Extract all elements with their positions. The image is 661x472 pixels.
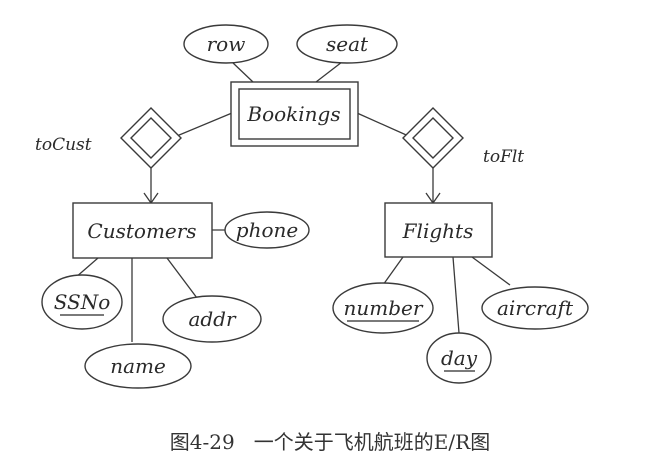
attribute-seat: seat bbox=[296, 24, 398, 64]
edge-flights-number bbox=[382, 256, 404, 286]
attribute-phone: phone bbox=[224, 211, 310, 249]
edge-flights-day bbox=[452, 256, 460, 334]
attribute-phone-label: phone bbox=[236, 218, 298, 242]
entity-flights-label: Flights bbox=[402, 219, 474, 243]
attribute-day-label: day bbox=[441, 346, 478, 370]
attribute-addr: addr bbox=[162, 295, 262, 343]
attribute-row: row bbox=[183, 24, 269, 64]
relationship-toflt: toFlt bbox=[402, 107, 524, 169]
edge-seat-bookings bbox=[315, 61, 343, 83]
attribute-name-label: name bbox=[110, 354, 166, 378]
entity-bookings: Bookings bbox=[230, 81, 359, 147]
attribute-seat-label: seat bbox=[326, 32, 369, 56]
edges bbox=[74, 61, 511, 342]
edge-customers-addr bbox=[166, 257, 198, 299]
attribute-number-label: number bbox=[344, 296, 424, 320]
entity-bookings-label: Bookings bbox=[246, 102, 340, 126]
attribute-ssno: SSNo bbox=[41, 274, 123, 330]
attribute-aircraft-label: aircraft bbox=[497, 296, 574, 320]
entity-customers-label: Customers bbox=[87, 219, 196, 243]
relationship-tocust: toCust bbox=[35, 107, 182, 169]
attribute-name: name bbox=[84, 343, 192, 389]
edge-flights-aircraft bbox=[471, 256, 511, 286]
edge-row-bookings bbox=[231, 61, 254, 83]
attribute-day: day bbox=[426, 332, 492, 384]
entity-customers: Customers bbox=[72, 202, 213, 259]
attribute-addr-label: addr bbox=[188, 307, 237, 331]
edge-bookings-toflt bbox=[356, 112, 414, 139]
edge-bookings-tocust bbox=[171, 112, 233, 139]
attribute-row-label: row bbox=[207, 32, 246, 56]
figure-caption: 图4-29 一个关于飞机航班的E/R图 bbox=[170, 430, 490, 454]
attribute-ssno-label: SSNo bbox=[54, 290, 111, 314]
attribute-aircraft: aircraft bbox=[481, 286, 589, 330]
attribute-number: number bbox=[332, 282, 434, 334]
entity-flights: Flights bbox=[384, 202, 493, 258]
relationship-toflt-label: toFlt bbox=[483, 147, 524, 167]
relationship-tocust-label: toCust bbox=[35, 135, 92, 155]
